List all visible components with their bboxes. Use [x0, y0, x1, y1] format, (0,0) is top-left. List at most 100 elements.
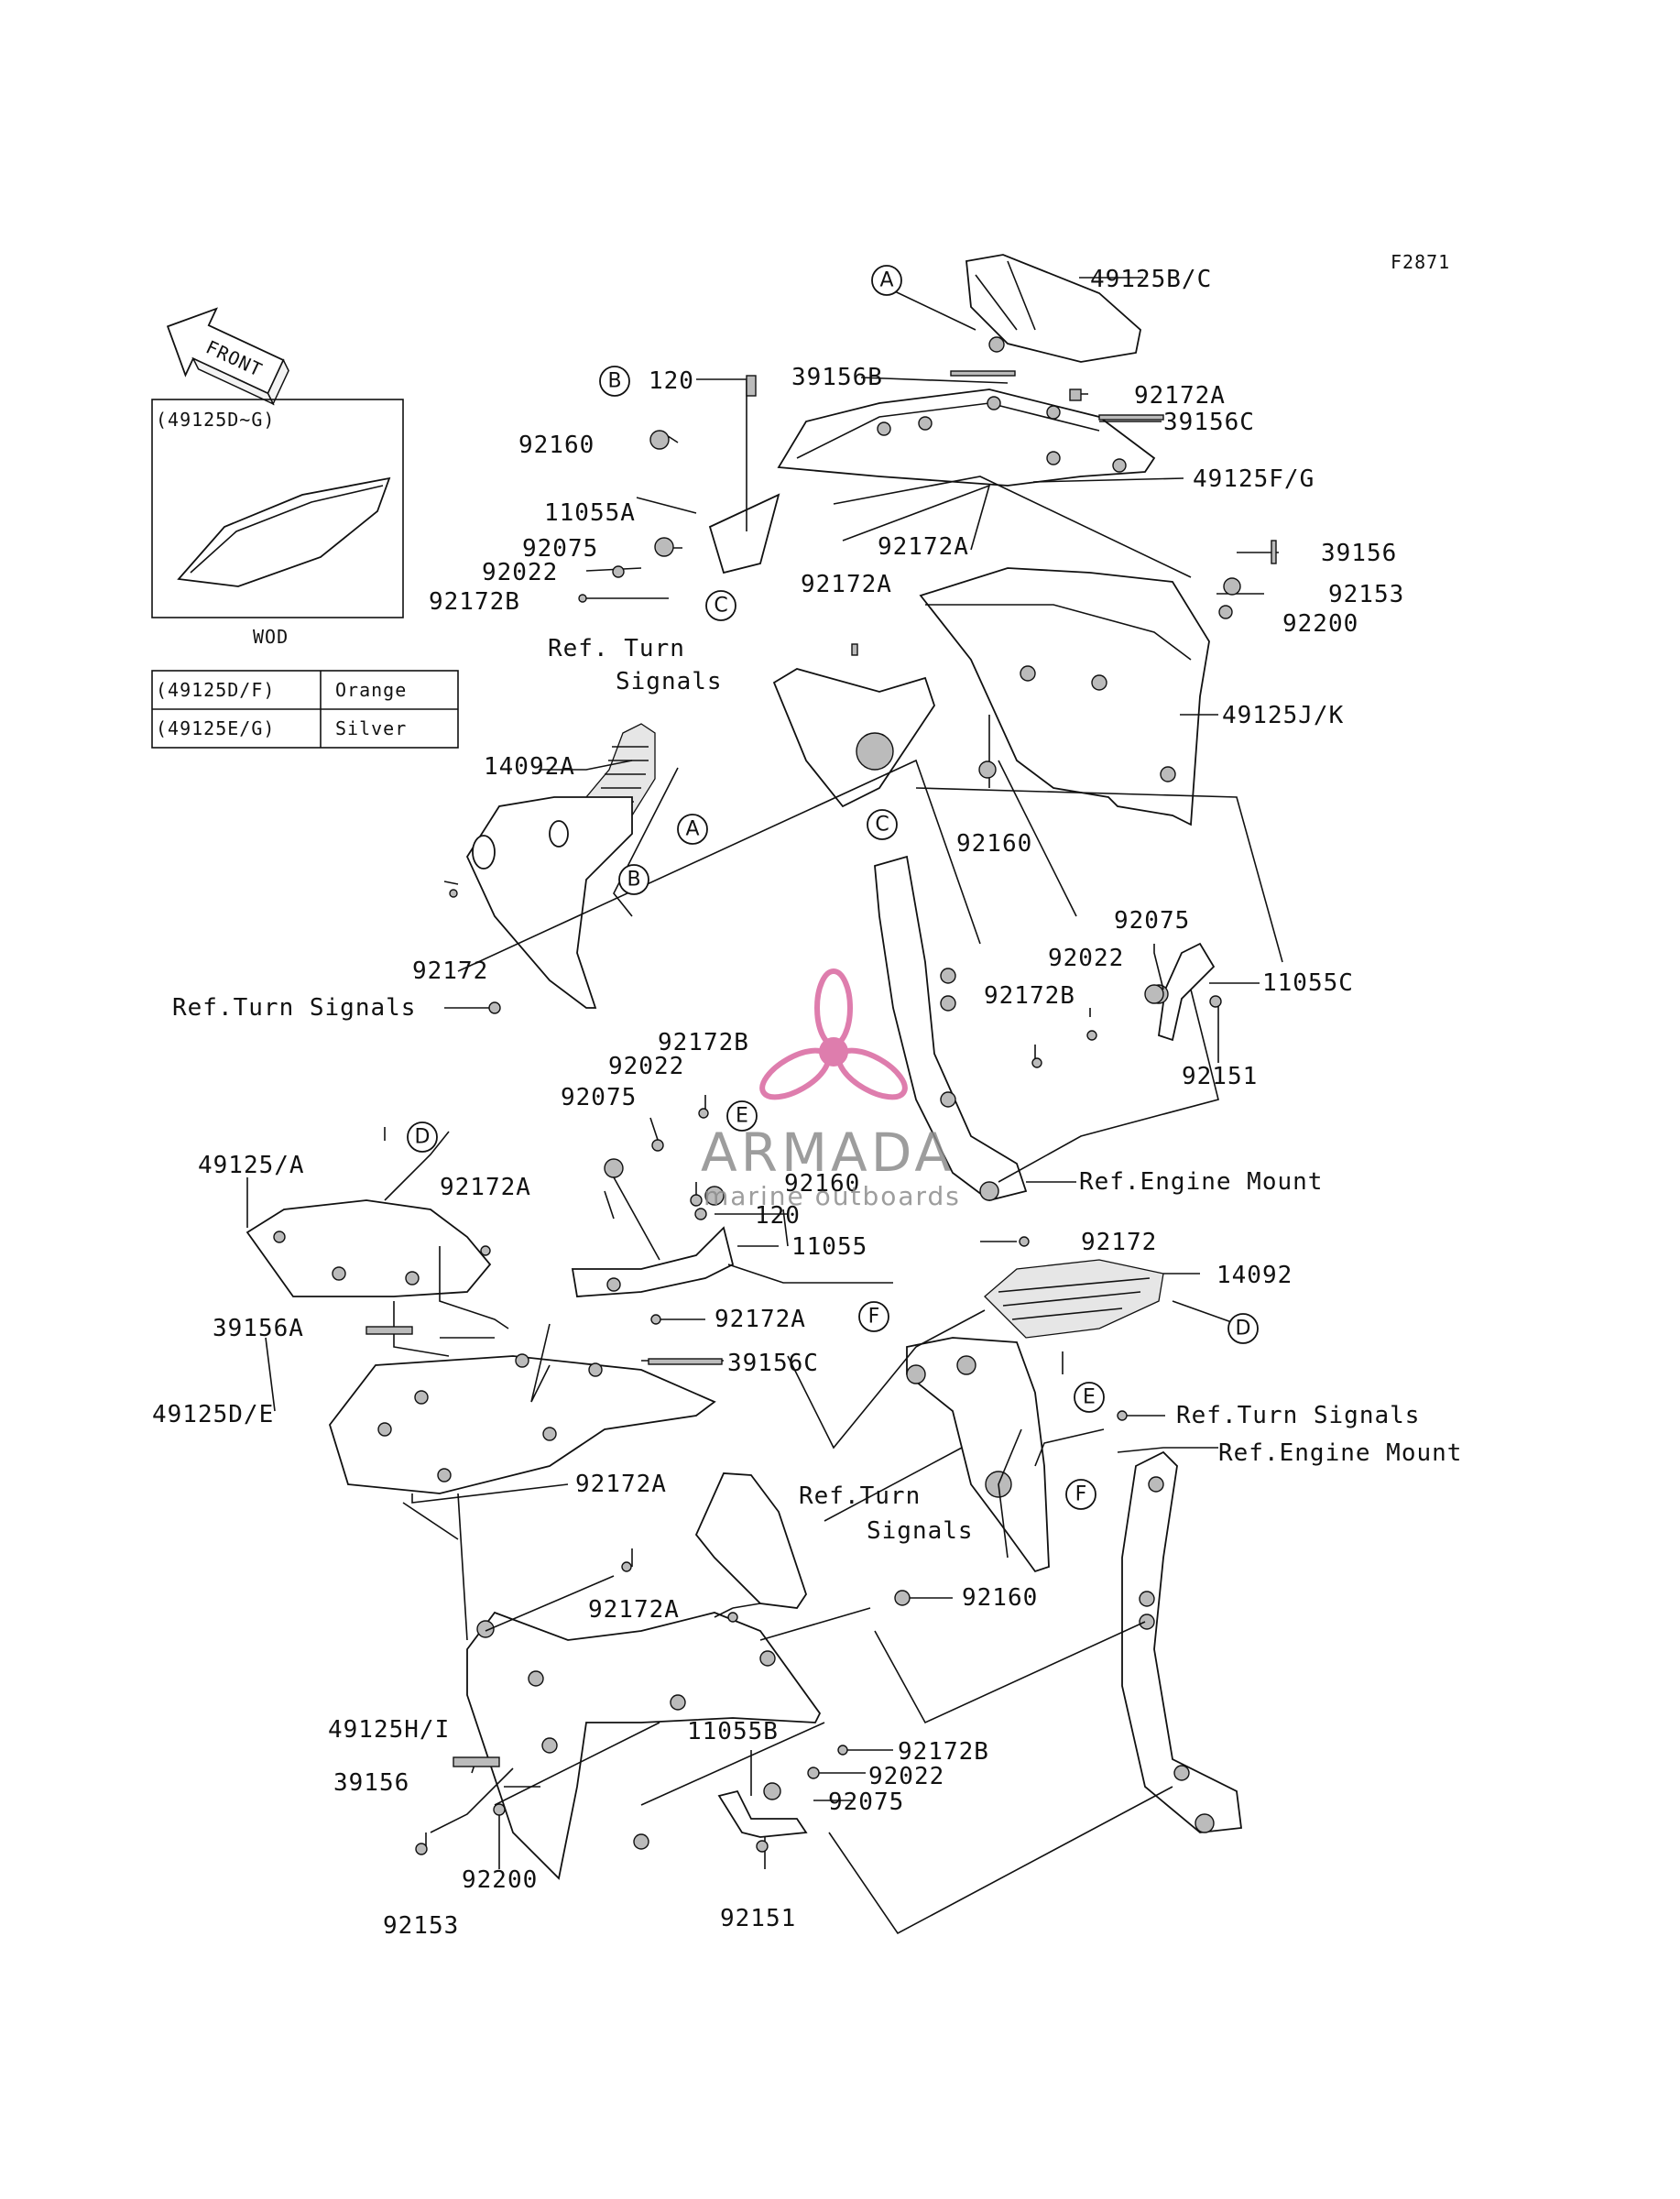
label-92172a-2: 92172A [878, 533, 969, 561]
label-92160-2: 92160 [956, 830, 1032, 858]
callout-f-1: F [858, 1301, 889, 1332]
callout-b-2: B [618, 864, 649, 895]
color-table-parts-2: (49125E/G) [156, 717, 275, 739]
label-11055c: 11055C [1262, 969, 1354, 997]
label-92200-2: 92200 [462, 1866, 538, 1894]
inset-cowl-part [177, 476, 391, 587]
label-49125de: 49125D/E [152, 1401, 274, 1428]
label-92172b-4: 92172B [898, 1738, 989, 1766]
armada-watermark: ARMADA marine outboards [701, 968, 961, 1211]
watermark-tagline: marine outboards [704, 1181, 961, 1211]
label-92172a-4: 92172A [440, 1174, 531, 1201]
label-11055a: 11055A [544, 499, 636, 527]
svg-text:B: B [627, 869, 640, 892]
label-92153-2: 92153 [383, 1912, 459, 1940]
label-92172-2: 92172 [1081, 1229, 1157, 1256]
label-refturn-2: Ref.Turn Signals [172, 994, 416, 1022]
label-49125jk: 49125J/K [1222, 702, 1344, 729]
label-92075-2: 92075 [1114, 907, 1190, 935]
callout-d-1: D [407, 1121, 438, 1153]
label-49125hi: 49125H/I [328, 1716, 450, 1744]
label-92075-4: 92075 [828, 1789, 904, 1816]
front-arrow-icon: FRONT [166, 307, 289, 406]
label-92172a-6: 92172A [575, 1471, 667, 1498]
color-table-parts-1: (49125D/F) [156, 679, 275, 701]
svg-text:A: A [879, 269, 893, 292]
label-92022-1: 92022 [482, 559, 558, 586]
label-92172b-3: 92172B [658, 1029, 749, 1056]
label-92172b-1: 92172B [429, 588, 520, 616]
label-39156-2: 39156 [333, 1769, 409, 1797]
label-14092: 14092 [1216, 1262, 1293, 1289]
callout-c-1: C [705, 590, 736, 621]
label-refturn-4b: Signals [867, 1517, 974, 1545]
turn-signal-mount-lower [694, 1472, 807, 1609]
svg-text:C: C [714, 595, 727, 618]
label-92151-2: 92151 [720, 1905, 796, 1932]
label-92160-4: 92160 [962, 1584, 1038, 1612]
label-92160-3: 92160 [784, 1170, 860, 1198]
inner-cover-lower-right [906, 1337, 1050, 1573]
callout-c-2: C [867, 809, 898, 840]
label-49125fg: 49125F/G [1193, 465, 1315, 493]
label-11055b: 11055B [687, 1718, 779, 1745]
label-refturn-1a: Ref. Turn [548, 635, 685, 662]
label-120-1: 120 [649, 367, 694, 395]
callout-d-2: D [1227, 1313, 1259, 1344]
label-49125a: 49125/A [198, 1152, 305, 1179]
label-refturn-1b: Signals [616, 668, 723, 695]
label-92075-3: 92075 [561, 1084, 637, 1111]
frame-right-upper [874, 855, 1028, 1201]
label-92172a-3: 92172A [801, 571, 892, 598]
label-refengine-1: Ref.Engine Mount [1079, 1168, 1323, 1196]
label-39156c-1: 39156C [1163, 409, 1255, 436]
label-92153-1: 92153 [1328, 581, 1404, 608]
inner-cover-49125hi [466, 1611, 822, 1880]
label-92172-1: 92172 [412, 957, 488, 985]
label-92151-1: 92151 [1182, 1063, 1258, 1090]
label-92172b-2: 92172B [984, 982, 1075, 1010]
svg-text:F: F [1075, 1483, 1087, 1506]
color-table: (49125D/F) Orange (49125E/G) Silver [151, 670, 459, 749]
inner-cover-49125jk [919, 567, 1210, 826]
label-92172a-7: 92172A [588, 1596, 680, 1624]
callout-b-1: B [599, 366, 630, 397]
svg-text:C: C [875, 814, 889, 837]
side-cowl-49125de [329, 1355, 716, 1494]
propeller-logo-icon [759, 968, 908, 1100]
svg-text:E: E [1083, 1386, 1096, 1409]
bracket-11055a [708, 493, 780, 574]
label-14092a: 14092A [484, 753, 575, 781]
inset-title: (49125D~G) [156, 409, 275, 431]
label-92022-4: 92022 [868, 1763, 944, 1790]
svg-text:B: B [607, 370, 621, 393]
callout-f-2: F [1065, 1479, 1096, 1510]
cowl-49125bc [965, 254, 1141, 363]
callout-a-2: A [677, 814, 708, 845]
svg-text:D: D [1236, 1318, 1251, 1340]
label-49125bc: 49125B/C [1090, 266, 1212, 293]
inset-box [151, 399, 404, 618]
callout-e-1: E [726, 1100, 758, 1132]
callout-e-2: E [1074, 1382, 1105, 1413]
label-92172a-5: 92172A [715, 1306, 806, 1333]
cover-49125fg [777, 388, 1156, 487]
bracket-11055b [717, 1789, 808, 1838]
color-table-color-2: Silver [335, 717, 407, 739]
watermark-brand: ARMADA [701, 1121, 955, 1184]
label-refturn-4a: Ref.Turn [799, 1482, 921, 1510]
svg-text:F: F [868, 1306, 880, 1329]
frame-right-lower [1121, 1450, 1243, 1833]
label-refturn-3: Ref.Turn Signals [1176, 1402, 1420, 1429]
svg-text:A: A [685, 818, 699, 841]
label-92200-1: 92200 [1282, 610, 1358, 638]
label-39156b: 39156B [791, 364, 883, 391]
label-refengine-2: Ref.Engine Mount [1218, 1439, 1462, 1467]
label-92160-1: 92160 [518, 432, 595, 459]
callout-a-1: A [871, 265, 902, 296]
label-39156c-2: 39156C [727, 1350, 819, 1377]
figure-code: F2871 [1391, 251, 1450, 273]
label-120-2: 120 [755, 1202, 801, 1230]
inset-caption: WOD [253, 626, 289, 648]
label-92172a-1: 92172A [1134, 382, 1226, 410]
